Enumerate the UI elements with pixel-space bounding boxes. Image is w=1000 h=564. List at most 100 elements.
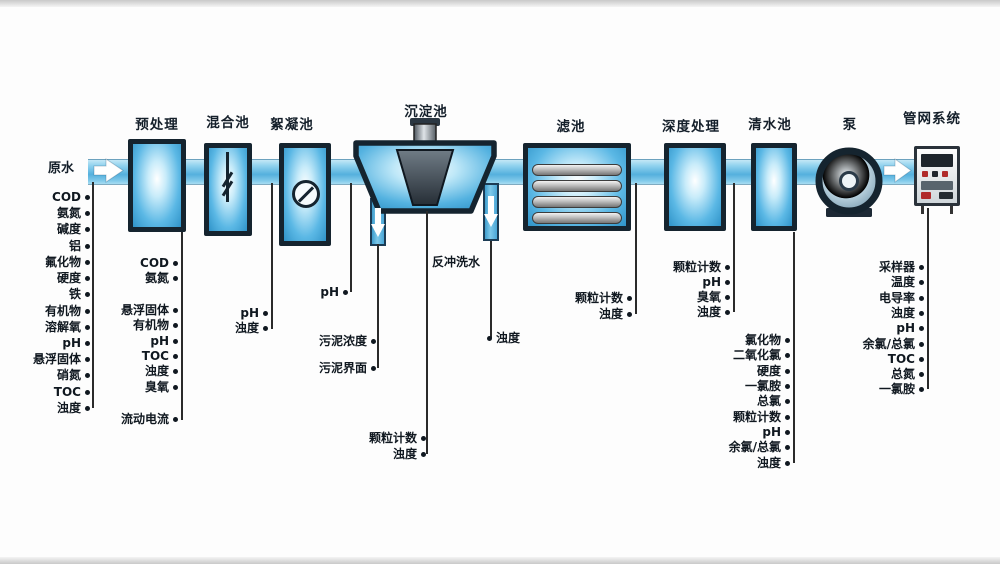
connector-dot <box>421 435 426 441</box>
connector-dot <box>785 460 790 466</box>
paddle-mixer-icon <box>292 180 320 208</box>
param-label: 碱度 <box>56 222 81 236</box>
param-label: 铝 <box>68 239 81 253</box>
param-row: 颗粒计数 <box>646 259 730 275</box>
param-row: 浊度 <box>342 446 426 462</box>
param-row: pH <box>60 333 178 349</box>
param-label: 浊度 <box>598 307 623 321</box>
connector-dot <box>785 368 790 374</box>
connector-dot <box>919 325 924 331</box>
param-row: 电导率 <box>840 290 924 306</box>
param-label: 余氯/总氯 <box>728 440 781 454</box>
param-row: 氟化物 <box>0 254 90 270</box>
analyzer-black-button <box>932 171 938 177</box>
connector-dot <box>919 371 924 377</box>
param-row: 有机物 <box>60 317 178 333</box>
param-row: 浊度 <box>646 304 730 320</box>
connector-dot <box>627 295 632 301</box>
param-label: 颗粒计数 <box>574 291 623 305</box>
unit-label-advanced: 深度处理 <box>662 119 720 135</box>
param-row: 浊度 <box>706 455 790 471</box>
connector-dot <box>785 414 790 420</box>
param-label: COD <box>52 190 81 204</box>
connector-dot <box>919 356 924 362</box>
param-label: TOC <box>53 385 81 399</box>
connector-line-raw <box>92 182 94 408</box>
param-label: 有机物 <box>44 304 81 318</box>
param-row: 流动电流 <box>60 411 178 427</box>
param-label: 浊度 <box>144 364 169 378</box>
param-label: 硝氮 <box>56 368 81 382</box>
param-row: 浊度 <box>0 400 90 416</box>
connector-dot <box>85 275 90 281</box>
connector-dot <box>263 325 268 331</box>
connector-dot <box>785 444 790 450</box>
connector-dot <box>85 226 90 232</box>
param-row: 硬度 <box>706 363 790 379</box>
param-label: pH <box>320 285 339 299</box>
connector-dot <box>85 243 90 249</box>
clearwater-tank <box>751 143 797 231</box>
connector-dot <box>785 352 790 358</box>
analyzer-panel <box>921 181 953 190</box>
connector-dot <box>85 389 90 395</box>
param-label: 氟化物 <box>44 255 81 269</box>
filter-media-layer <box>532 212 622 224</box>
param-label: pH <box>150 334 169 348</box>
param-row: 余氯/总氯 <box>706 439 790 455</box>
param-label: 浊度 <box>392 447 417 461</box>
connector-dot <box>785 398 790 404</box>
param-label: 有机物 <box>132 318 169 332</box>
connector-dot <box>785 337 790 343</box>
param-label: 污泥浓度 <box>318 334 367 348</box>
connector-line-sed-underflow <box>426 211 428 454</box>
unit-label-filter: 滤池 <box>556 119 586 135</box>
connector-dot <box>371 365 376 371</box>
analyzer-red-button <box>942 171 948 177</box>
param-row: 浊度 <box>840 305 924 321</box>
param-row: pH <box>840 320 924 336</box>
param-row: 二氧化氯 <box>706 347 790 363</box>
param-row: 臭氧 <box>60 379 178 395</box>
connector-line-network-out <box>927 208 929 389</box>
param-label: 二氧化氯 <box>732 348 781 362</box>
param-row: 硬度 <box>0 270 90 286</box>
param-row: 颗粒计数 <box>706 409 790 425</box>
param-row: pH <box>0 335 90 351</box>
connector-dot <box>85 308 90 314</box>
advanced-treatment-tank <box>664 143 726 231</box>
param-row: 有机物 <box>0 303 90 319</box>
connector-line-clearwater-out <box>793 232 795 463</box>
connector-dot <box>919 279 924 285</box>
param-row: 颗粒计数 <box>548 290 632 306</box>
connector-dot <box>173 353 178 359</box>
param-label: pH <box>896 321 915 335</box>
connector-dot <box>487 335 492 341</box>
param-label: TOC <box>141 349 169 363</box>
param-row: 铝 <box>0 238 90 254</box>
connector-dot <box>725 294 730 300</box>
connector-dot <box>173 416 178 422</box>
connector-dot <box>85 291 90 297</box>
analyzer-leg <box>921 206 924 214</box>
param-row: 温度 <box>840 274 924 290</box>
unit-label-mixing: 混合池 <box>206 115 250 131</box>
photo-edge-top <box>0 0 1000 7</box>
param-label: 总氮 <box>890 367 915 381</box>
param-row: 溶解氧 <box>0 319 90 335</box>
param-label: 一氯胺 <box>878 382 915 396</box>
param-label: 总氯 <box>756 394 781 408</box>
connector-dot <box>725 309 730 315</box>
unit-label-flocculation: 絮凝池 <box>270 117 314 133</box>
connector-dot <box>85 372 90 378</box>
connector-line-sludge <box>377 244 379 368</box>
param-row: 氨氮 <box>60 270 178 286</box>
param-row: 悬浮固体 <box>60 302 178 318</box>
connector-dot <box>173 338 178 344</box>
param-row: 碱度 <box>0 221 90 237</box>
connector-dot <box>725 279 730 285</box>
connector-dot <box>919 264 924 270</box>
connector-dot <box>785 429 790 435</box>
paddle-blade <box>297 185 315 203</box>
param-label: 浊度 <box>696 305 721 319</box>
